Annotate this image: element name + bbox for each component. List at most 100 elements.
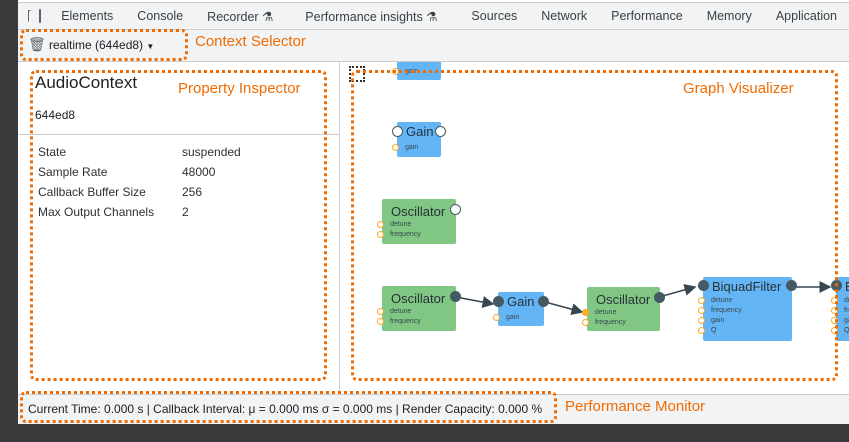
param-label: frequency [844,307,849,314]
chevron-down-icon: ▼ [146,42,155,51]
graph-node-oscillator[interactable]: Oscillator detune frequency [377,199,461,244]
inspect-element-icon[interactable] [28,10,31,22]
param-label: frequency [595,319,626,326]
input-port[interactable] [698,280,709,291]
param-label: detune [844,297,849,304]
param-port[interactable] [698,297,705,304]
tab-network[interactable]: Network [541,9,588,23]
webaudio-toolbar: 🗑 realtime (644ed8) ▼ [18,30,849,62]
tab-label: Recorder [207,9,259,24]
param-label: gain [844,317,849,324]
tab-elements[interactable]: Elements [61,9,114,23]
device-toolbar-icon[interactable] [38,9,42,23]
output-port[interactable] [450,291,461,302]
property-value: 48000 [182,165,216,179]
param-port[interactable] [377,308,384,315]
param-label: frequency [711,307,742,314]
context-selector[interactable]: realtime (644ed8) ▼ [49,38,154,52]
node-title: BiquadFilter [845,279,849,294]
param-label: frequency [390,231,421,238]
input-port[interactable] [493,296,504,307]
node-title: Oscillator [391,291,446,306]
tab-performance[interactable]: Performance [611,9,683,23]
node-title: Gain [507,294,535,309]
property-row: Max Output Channels 2 [38,205,189,219]
param-label: detune [711,297,733,304]
trash-icon[interactable]: 🗑 [28,36,46,52]
graph-visualizer[interactable]: Gain gain Gain gain Oscillator detune freque… [341,62,849,394]
annotation-label-performance-monitor: Performance Monitor [565,398,706,415]
param-label: detune [390,221,412,228]
property-value: 256 [182,185,203,199]
property-value: 2 [182,205,189,219]
annotation-box-context-selector [20,29,188,61]
param-port[interactable] [698,327,705,334]
tab-application[interactable]: Application [775,9,837,23]
tab-console[interactable]: Console [137,9,184,23]
annotation-label-context-selector: Context Selector [195,33,306,50]
param-label: frequency [390,318,421,325]
graph-node-gain[interactable]: Gain gain [392,122,446,157]
param-label: gain [405,144,419,151]
annotation-label-graph-visualizer: Graph Visualizer [683,80,794,97]
edge [455,296,495,308]
tab-performance-insights[interactable]: Performance insights ⚗ [293,9,449,24]
param-port[interactable] [698,307,705,314]
fit-graph-icon[interactable] [349,66,365,82]
param-port[interactable] [582,309,589,316]
performance-monitor: Current Time: 0.000 s | Callback Interva… [18,394,849,424]
divider [18,134,340,135]
tab-memory[interactable]: Memory [706,9,752,23]
node-title: Gain [406,62,433,65]
param-port[interactable] [698,317,705,324]
annotation-box-performance-monitor [20,391,557,423]
input-port[interactable] [392,126,403,137]
node-title: BiquadFilter [712,279,782,294]
param-label: Q [844,327,849,334]
param-label: detune [595,309,617,316]
param-port[interactable] [392,144,399,151]
output-port[interactable] [786,280,797,291]
property-row: State suspended [38,145,241,159]
annotation-box-graph-visualizer [351,70,838,381]
flask-icon: ⚗ [426,9,438,24]
annotation-box-property-inspector [30,70,327,381]
property-value: suspended [182,145,241,159]
graph-node-oscillator[interactable]: Oscillator detune frequency [377,286,461,331]
node-title: Gain [406,124,434,139]
property-row: Sample Rate 48000 [38,165,215,179]
node-title: Oscillator [596,292,651,307]
graph-node-gain[interactable]: Gain gain [493,292,549,326]
param-label: gain [711,317,725,324]
property-label: Max Output Channels [38,205,155,219]
param-port[interactable] [493,314,500,321]
param-label: detune [390,308,412,315]
edge [658,284,697,298]
param-label: gain [506,314,520,321]
devtools-tab-bar: Elements Console Recorder ⚗ Performance … [18,2,849,30]
param-port[interactable] [377,318,384,325]
param-label: Q [711,327,717,334]
graph-node-oscillator[interactable]: Oscillator detune frequency [582,287,665,331]
annotation-label-property-inspector: Property Inspector [178,80,301,97]
context-selector-value: realtime (644ed8) [49,38,144,52]
output-port[interactable] [654,292,665,303]
param-port[interactable] [377,221,384,228]
param-port[interactable] [377,231,384,238]
param-port[interactable] [582,319,589,326]
node-title: Oscillator [391,204,446,219]
flask-icon: ⚗ [262,9,274,24]
tab-sources[interactable]: Sources [471,9,518,23]
tab-recorder[interactable]: Recorder ⚗ [195,9,285,24]
property-label: Callback Buffer Size [38,185,146,199]
tab-label: Performance insights [305,9,423,24]
property-row: Callback Buffer Size 256 [38,185,202,199]
output-port[interactable] [435,126,446,137]
output-port[interactable] [450,204,461,215]
edge [544,301,584,316]
property-label: Sample Rate [38,165,108,179]
property-label: State [38,145,67,159]
output-port[interactable] [538,296,549,307]
